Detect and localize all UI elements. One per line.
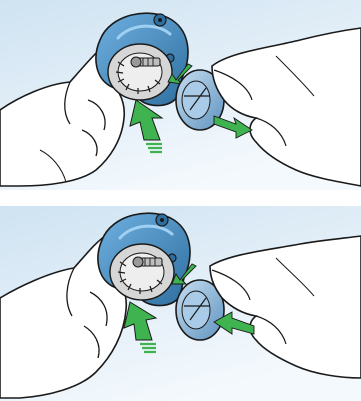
- panel-2: [0, 206, 361, 401]
- panel-divider: [0, 190, 361, 206]
- panel-1: [0, 0, 361, 190]
